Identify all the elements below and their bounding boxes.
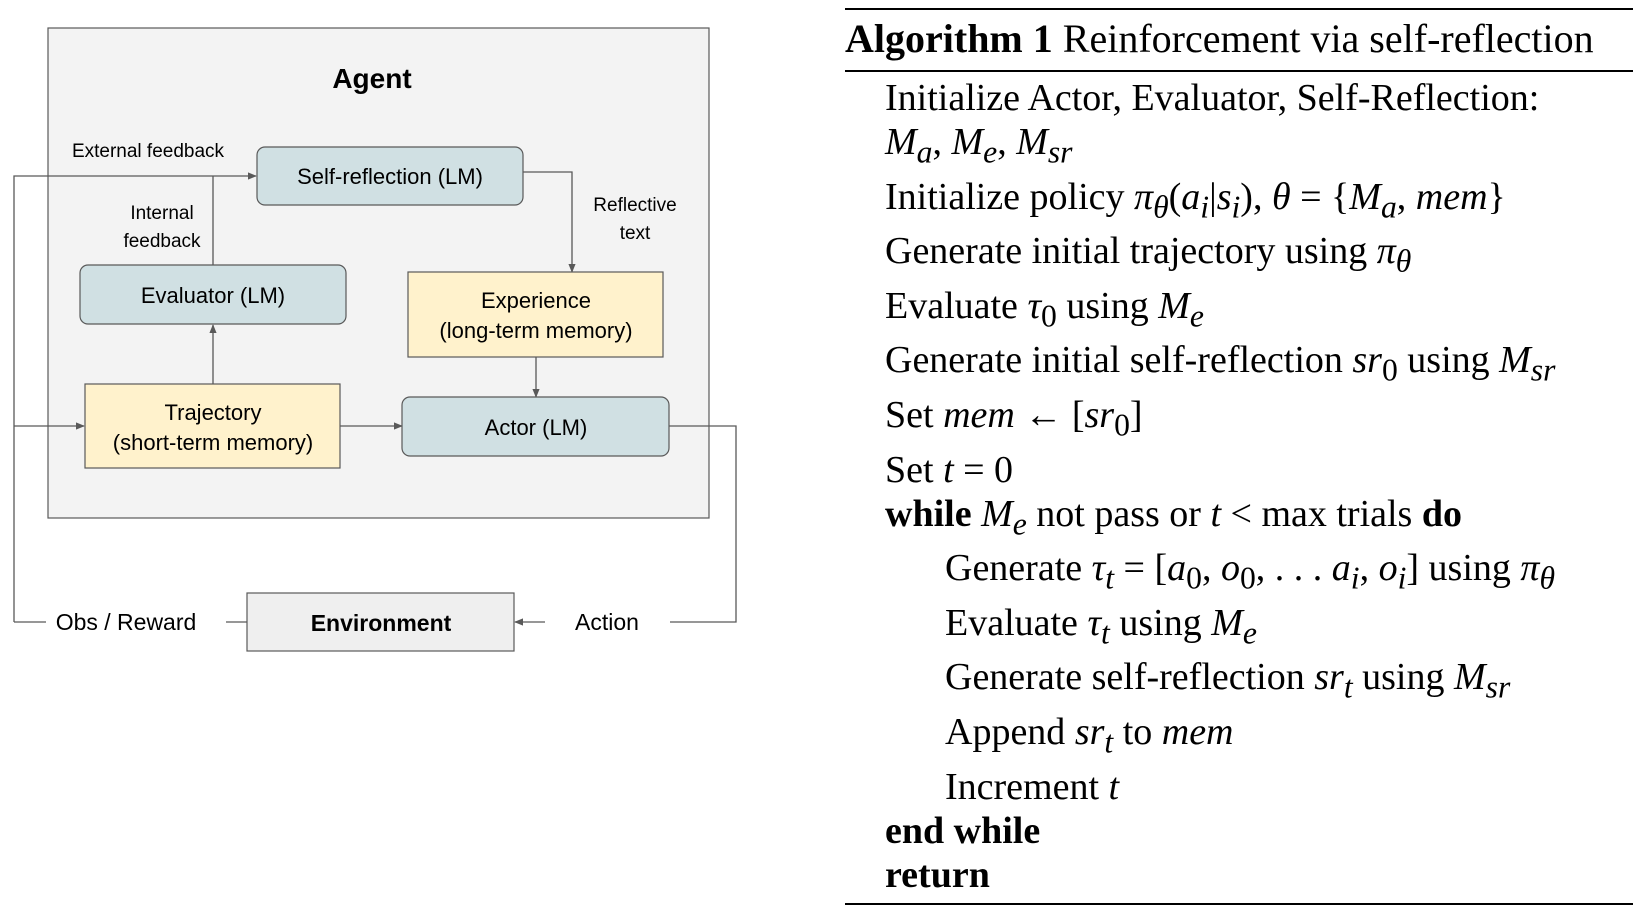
reflective-text-label-1: Reflective	[593, 195, 676, 216]
actor-box	[401, 396, 670, 457]
algo-line-while: while Me not pass or t < max trials do	[885, 492, 1462, 542]
algorithm-bottom-rule	[845, 902, 1633, 905]
algorithm-body: Initialize Actor, Evaluator, Self-Reflec…	[845, 72, 1633, 897]
experience-box	[407, 271, 664, 358]
environment-box	[246, 592, 515, 652]
evaluator-box	[79, 264, 347, 325]
experience-sublabel: (long-term memory)	[439, 318, 632, 343]
internal-feedback-label-1: Internal	[130, 203, 193, 224]
external-feedback-line	[13, 172, 257, 622]
algo-line-init-models: Initialize Actor, Evaluator, Self-Reflec…	[885, 77, 1540, 119]
reflexion-diagram: Agent Self-reflection (LM) Evaluator (LM…	[13, 27, 737, 652]
algo-line-generate-trajectory: Generate τt = [a0, o0, . . . ai, oi] usi…	[945, 547, 1555, 596]
algorithm-header: Algorithm 1 Reinforcement via self-refle…	[845, 8, 1633, 72]
algo-line-evaluate: Evaluate τt using Me	[945, 601, 1257, 651]
algo-line-generate-sr: Generate self-reflection srt using Msr	[945, 656, 1511, 705]
algo-line-init-models-math: Ma, Me, Msr	[885, 121, 1073, 170]
trajectory-label: Trajectory	[165, 400, 262, 425]
trajectory-box	[84, 383, 341, 469]
algo-line-return: return	[885, 853, 990, 896]
internal-feedback-label-2: feedback	[123, 231, 201, 252]
trajectory-sublabel: (short-term memory)	[113, 430, 313, 455]
algo-line-set-mem: Set mem ← [sr0]	[885, 393, 1143, 443]
action-label: Action	[575, 609, 639, 635]
self-reflection-label: Self-reflection (LM)	[297, 164, 483, 189]
evaluator-label: Evaluator (LM)	[141, 283, 285, 308]
algo-line-increment: Increment t	[945, 765, 1120, 808]
algo-line-init-policy: Initialize policy πθ(ai|si), θ = {Ma, me…	[885, 175, 1506, 225]
actor-label: Actor (LM)	[485, 415, 588, 440]
reflective-text-label-2: text	[620, 223, 651, 244]
algorithm-block: Algorithm 1 Reinforcement via self-refle…	[845, 8, 1633, 905]
algo-line-generate-initial-sr: Generate initial self-reflection sr0 usi…	[885, 339, 1556, 388]
environment-label: Environment	[311, 610, 452, 636]
reflective-text-line	[523, 171, 576, 273]
actor-to-action-line	[669, 425, 737, 623]
algorithm-number: Algorithm 1	[845, 16, 1053, 61]
external-feedback-label: External feedback	[72, 141, 225, 162]
algo-line-set-t: Set t = 0	[885, 448, 1014, 491]
algo-line-evaluate-initial: Evaluate τ0 using Me	[885, 284, 1204, 334]
obs-reward-label: Obs / Reward	[56, 609, 197, 635]
agent-title: Agent	[332, 63, 411, 94]
algo-line-end-while: end while	[885, 809, 1041, 852]
algo-line-generate-initial-trajectory: Generate initial trajectory using πθ	[885, 230, 1412, 279]
experience-label: Experience	[481, 288, 591, 313]
algorithm-title: Reinforcement via self-reflection	[1062, 16, 1594, 61]
connectors	[13, 171, 737, 626]
algo-line-append: Append srt to mem	[945, 710, 1234, 760]
self-reflection-box	[256, 146, 524, 206]
